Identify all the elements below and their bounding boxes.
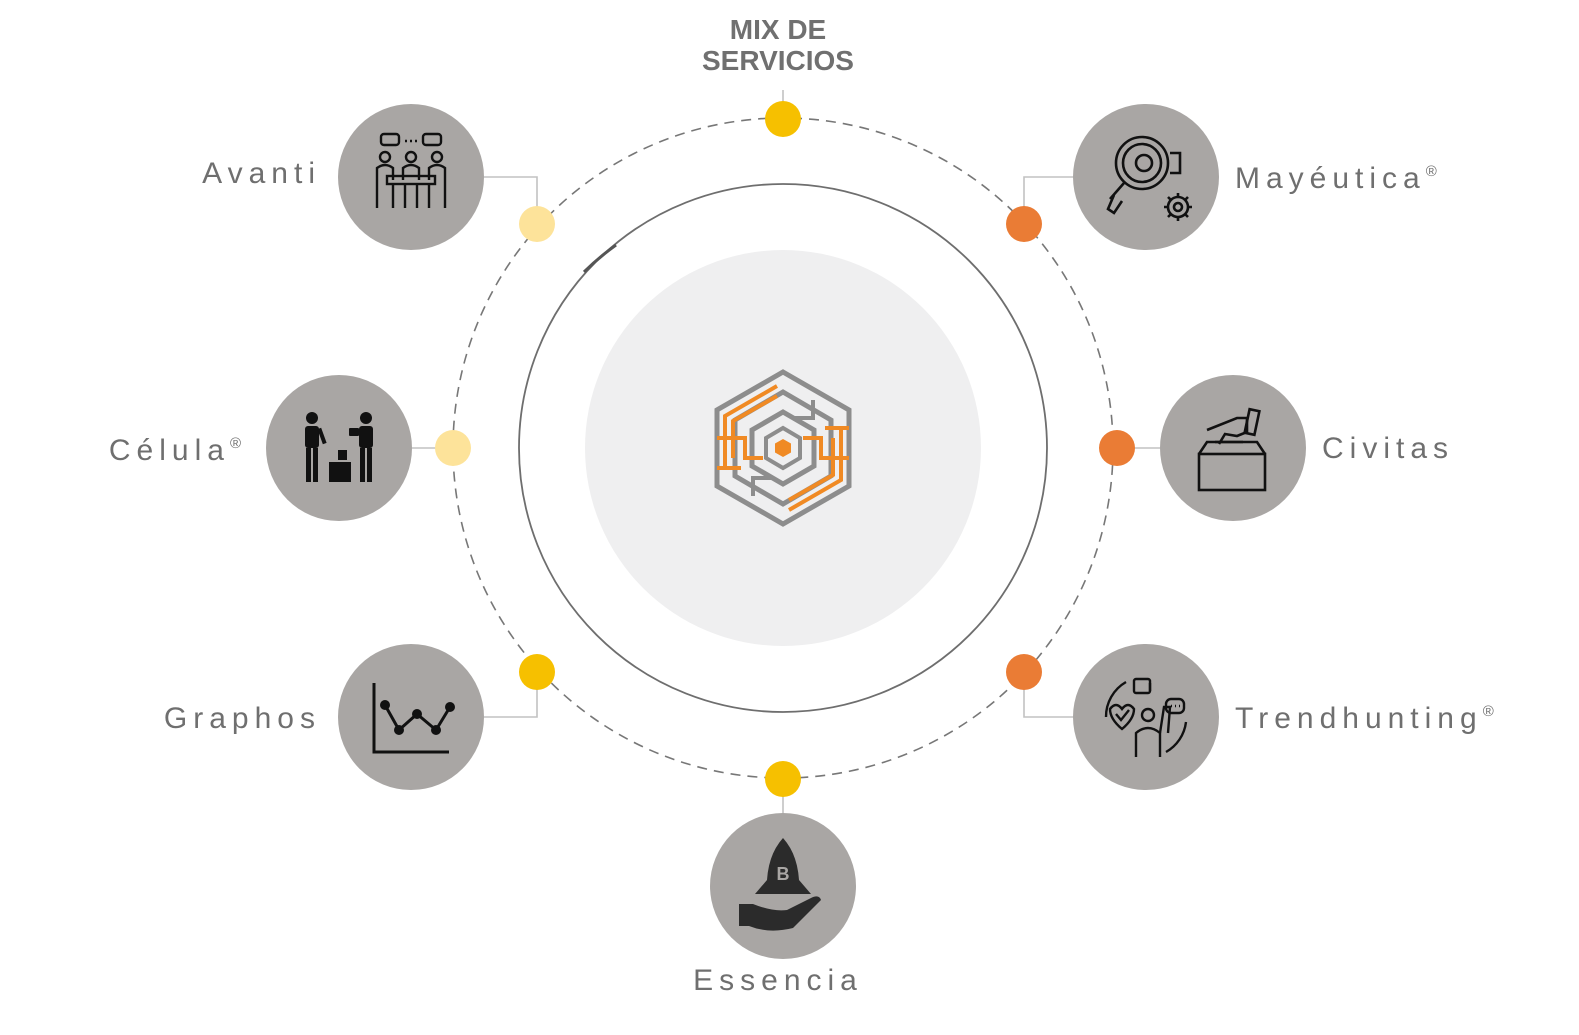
essencia-dot [765,761,801,797]
delivery-people-icon [305,412,373,482]
service-node-mayeutica: Mayéutica® [1073,104,1443,250]
graphos-dot [519,654,555,690]
service-circle [1073,644,1219,790]
top-dot [765,101,801,137]
magnifier-gears-icon [1106,135,1192,221]
title-line-2: SERVICIOS [702,45,854,76]
svg-text:B: B [777,864,790,884]
civitas-dot [1099,430,1135,466]
service-node-graphos: Graphos [164,644,484,790]
service-circle [1160,375,1306,521]
hexagon-maze-logo-icon [714,369,852,527]
mayeutica-dot [1006,206,1042,242]
avanti-dot [519,206,555,242]
trendhunting-dot [1006,654,1042,690]
service-node-civitas: Civitas [1160,375,1454,521]
service-label-trendhunting: Trendhunting® [1235,702,1500,735]
celula-dot [435,430,471,466]
service-circle [1073,104,1219,250]
diagram-title: MIX DE SERVICIOS [702,14,854,76]
service-node-essencia: B Essencia [693,813,863,997]
inner-solid-ring [518,183,1048,713]
ring-accent-mark [582,243,617,274]
service-circle [266,375,412,521]
service-label-graphos: Graphos [164,702,321,735]
rocket-hand-icon: B [739,838,821,931]
service-node-celula: Célula® [109,375,412,521]
line-graph-icon [372,683,455,754]
service-label-celula: Célula® [109,434,247,467]
service-node-trendhunting: Trendhunting® [1073,644,1500,790]
service-circle [338,644,484,790]
service-label-mayeutica: Mayéutica® [1235,162,1443,195]
meeting-icon [375,132,447,208]
service-label-essencia: Essencia [693,964,863,997]
social-trends-icon [1104,677,1188,757]
service-node-avanti: Avanti [202,104,484,250]
service-label-avanti: Avanti [202,157,321,190]
service-label-civitas: Civitas [1322,432,1454,465]
title-line-1: MIX DE [730,14,826,45]
ballot-box-icon [1197,407,1267,492]
